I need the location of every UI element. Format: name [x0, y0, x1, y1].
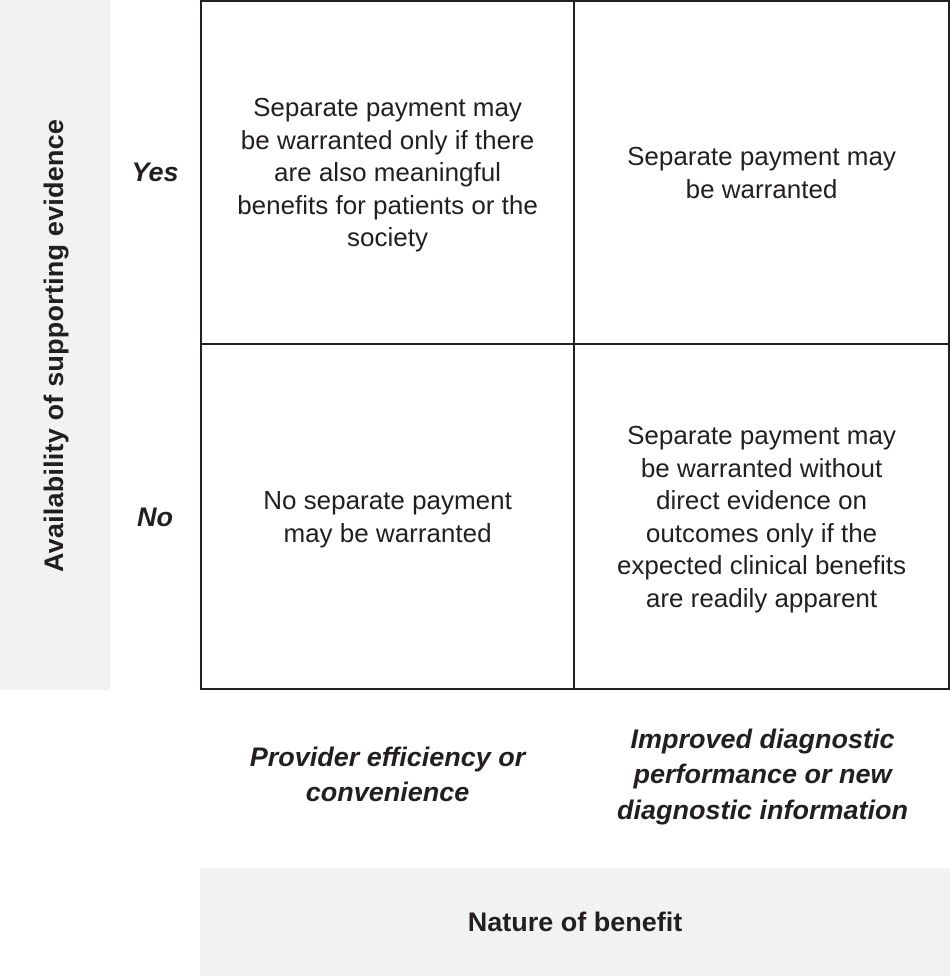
x-axis-title: Nature of benefit: [467, 906, 683, 937]
cell-yes-provider-efficiency: Separate payment may be warranted only i…: [202, 2, 575, 345]
cell-no-improved-diagnostic: Separate payment may be warranted withou…: [575, 345, 948, 688]
x-axis-band: Nature of benefit: [200, 868, 950, 976]
row-label-no: No: [137, 502, 173, 532]
y-axis-band: Availability of supporting evidence: [0, 0, 110, 690]
cell-no-provider-efficiency: No separate payment may be warranted: [202, 345, 575, 688]
matrix-grid: Separate payment may be warranted only i…: [200, 0, 950, 690]
column-labels: Provider efficiency or convenience Impro…: [200, 700, 950, 850]
row-labels: Yes No: [110, 0, 200, 690]
column-label-improved-diagnostic: Improved diagnostic performance or new d…: [616, 724, 908, 825]
y-axis-title: Availability of supporting evidence: [39, 118, 70, 572]
cell-yes-improved-diagnostic: Separate payment may be warranted: [575, 2, 948, 345]
row-label-yes: Yes: [131, 157, 179, 187]
column-label-provider-efficiency: Provider efficiency or convenience: [249, 741, 526, 807]
